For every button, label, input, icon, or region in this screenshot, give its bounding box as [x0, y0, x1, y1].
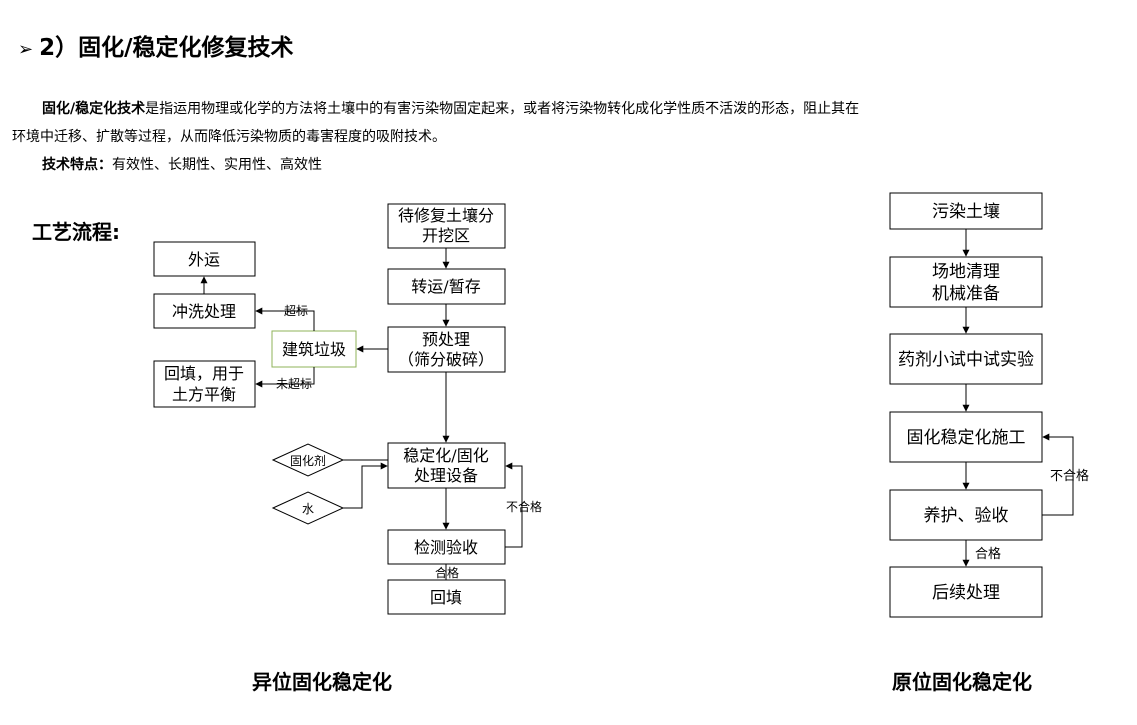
- exsitu-label-backfill: 回填: [430, 588, 462, 607]
- insitu-node-construction: [889, 411, 1043, 463]
- exsitu-edge-water: [343, 462, 388, 509]
- features-line: 技术特点：有效性、长期性、实用性、高效性: [42, 155, 322, 175]
- section-heading: ➢2）固化/稳定化修复技术: [18, 28, 294, 62]
- insitu-node-curing: [889, 489, 1043, 541]
- insitu-edge-label-pass: 合格: [975, 546, 1001, 562]
- exsitu-label-excavation-2: 开挖区: [422, 226, 470, 245]
- insitu-label-site-prep-2: 机械准备: [932, 284, 1000, 304]
- exsitu-label-water: 水: [302, 502, 314, 516]
- insitu-node-follow-up: [889, 566, 1043, 618]
- exsitu-label-transport: 转运/暂存: [411, 277, 480, 296]
- insitu-diagram: [889, 192, 1074, 618]
- exsitu-node-backfill-balance: [153, 360, 256, 408]
- exsitu-label-outbound: 外运: [188, 250, 220, 269]
- exsitu-label-backfill-balance-1: 回填，用于: [164, 364, 244, 383]
- insitu-node-reagent-test: [889, 333, 1043, 385]
- exsitu-label-stabilize-2: 处理设备: [414, 466, 478, 485]
- insitu-node-site-prep: [889, 256, 1043, 308]
- exsitu-node-construction-waste: [271, 330, 357, 368]
- features-label: 技术特点：: [42, 157, 112, 173]
- exsitu-label-construction-waste: 建筑垃圾: [282, 340, 346, 359]
- intro-line1-rest: 是指运用物理或化学的方法将土壤中的有害污染物固定起来，或者将污染物转化成化学性质…: [145, 101, 860, 117]
- exsitu-label-pretreat-2: （筛分破碎）: [398, 350, 494, 369]
- exsitu-label-stabilize-1: 稳定化/固化: [403, 446, 488, 465]
- exsitu-label-pretreat-1: 预处理: [422, 330, 470, 349]
- exsitu-edge-waste-backfill: [255, 367, 315, 388]
- features-text: 有效性、长期性、实用性、高效性: [112, 157, 322, 173]
- insitu-edge-fail-loop: [1042, 433, 1074, 516]
- insitu-label-site-prep-1: 场地清理: [932, 262, 1000, 282]
- insitu-edge-label-fail: 不合格: [1050, 468, 1089, 484]
- process-label: 工艺流程:: [32, 220, 120, 244]
- intro-paragraph-line2: 环境中迁移、扩散等过程，从而降低污染物质的毒害程度的吸附技术。: [12, 129, 446, 145]
- insitu-node-contaminated-soil: [889, 192, 1043, 230]
- exsitu-label-wash: 冲洗处理: [172, 302, 236, 321]
- exsitu-edge-label-pass: 合格: [435, 565, 459, 580]
- exsitu-edge-label-exceed: 超标: [284, 303, 308, 318]
- exsitu-edge-fail-loop: [505, 462, 523, 548]
- insitu-label-contaminated-soil: 污染土壤: [932, 201, 1000, 222]
- exsitu-edge-label-fail: 不合格: [506, 499, 542, 514]
- exsitu-label-agent: 固化剂: [290, 453, 326, 468]
- intro-term: 固化/稳定化技术: [42, 101, 146, 117]
- intro-paragraph-line1: 固化/稳定化技术是指运用物理或化学的方法将土壤中的有害污染物固定起来，或者将污染…: [42, 99, 859, 119]
- insitu-caption: 原位固化稳定化: [892, 670, 1032, 694]
- exsitu-label-backfill-balance-2: 土方平衡: [172, 385, 236, 404]
- section-heading-text: 2）固化/稳定化修复技术: [39, 35, 294, 61]
- arrow-bullet-icon: ➢: [18, 39, 34, 60]
- exsitu-label-inspection: 检测验收: [414, 538, 478, 557]
- insitu-label-curing: 养护、验收: [924, 506, 1009, 526]
- exsitu-diagram: [153, 203, 523, 615]
- exsitu-label-excavation-1: 待修复土壤分: [398, 206, 494, 225]
- exsitu-edge-label-not-exceed: 未超标: [276, 376, 312, 391]
- exsitu-node-outbound: [153, 241, 256, 277]
- exsitu-caption: 异位固化稳定化: [252, 670, 392, 694]
- insitu-label-follow-up: 后续处理: [932, 583, 1000, 603]
- insitu-label-reagent-test: 药剂小试中试实验: [898, 350, 1034, 370]
- exsitu-edge-waste-wash: [255, 307, 315, 331]
- exsitu-node-wash: [153, 293, 256, 329]
- insitu-label-construction: 固化稳定化施工: [907, 428, 1026, 448]
